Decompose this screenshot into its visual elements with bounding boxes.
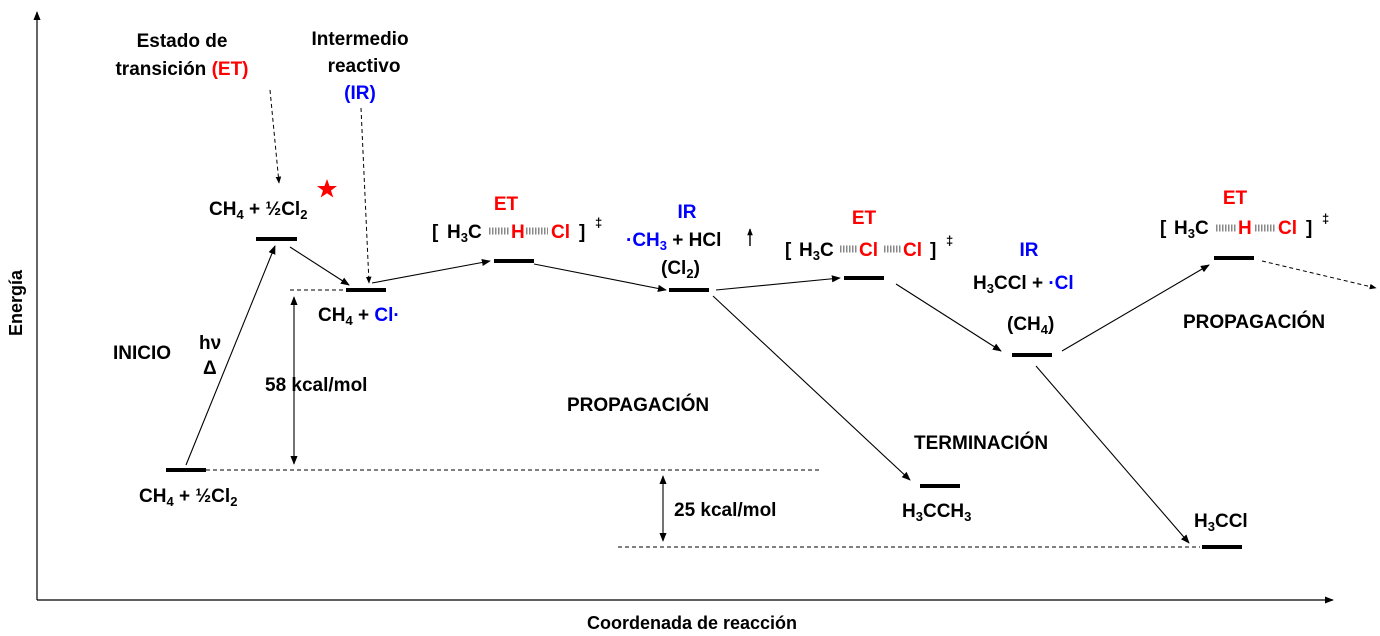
ts1-ddagger: ‡ xyxy=(595,215,602,230)
ts3-h: H xyxy=(1238,218,1252,239)
ts2-bracket-close: ] xyxy=(930,240,936,261)
ts1-h3c: H3C xyxy=(447,222,482,245)
ch3-radical-label: ·CH3 + HCl xyxy=(626,230,721,253)
ts3-bracket-open: [ xyxy=(1160,218,1167,239)
energy-25-label: 25 kcal/mol xyxy=(674,500,776,521)
cl-radical-label: CH4 + Cl· xyxy=(318,305,400,328)
ch4-reagent-label: (CH4) xyxy=(1007,314,1054,337)
arrow-continuation xyxy=(1261,260,1377,290)
arrow-ch3-to-ethane xyxy=(712,295,911,481)
arrow-radical-to-ts1 xyxy=(371,258,491,284)
ts1-et-label: ET xyxy=(494,194,519,215)
ethane-label: H3CCH3 xyxy=(902,501,971,524)
h3ccl-radical-label: H3CCl + ·Cl xyxy=(973,273,1074,296)
initiation-ts-label: CH4 + ½Cl2 xyxy=(209,199,307,222)
legend-ir-abbr: (IR) xyxy=(344,83,376,104)
ts1-bracket-open: [ xyxy=(432,222,439,243)
arrow-initiation xyxy=(185,245,276,466)
arrow-h3ccl-to-ts3 xyxy=(1061,264,1210,352)
legend-ir-pointer xyxy=(360,107,372,284)
ts2-cl2: Cl xyxy=(903,240,922,261)
x-axis-label: Coordenada de reacción xyxy=(587,613,797,633)
ts3-cl: Cl xyxy=(1278,218,1297,239)
legend-ir-line1: Intermedio xyxy=(311,29,408,50)
reactants-label: CH4 + ½Cl2 xyxy=(139,486,237,509)
star-icon xyxy=(317,179,337,198)
arrow-ts2-to-h3ccl xyxy=(895,283,1002,352)
ts1-cl: Cl xyxy=(551,222,570,243)
ts3-bracket-close: ] xyxy=(1306,218,1312,239)
ir1-label: IR xyxy=(678,202,697,223)
arrow-ts-to-radical xyxy=(289,246,350,286)
ts2-et-label: ET xyxy=(852,208,877,229)
arrow-h3ccl-to-product xyxy=(1035,365,1190,544)
ir2-label: IR xyxy=(1020,240,1039,261)
legend-et-pointer xyxy=(269,89,282,184)
energy-58-label: 58 kcal/mol xyxy=(265,375,367,396)
y-axis-label: Energía xyxy=(6,269,26,336)
propagacion-right-label: PROPAGACIÓN xyxy=(1183,311,1325,333)
ts2-cl1: Cl xyxy=(859,240,878,261)
ts2-ddagger: ‡ xyxy=(946,233,953,248)
propagacion-mid-label: PROPAGACIÓN xyxy=(567,394,709,416)
ts2-bracket-open: [ xyxy=(785,240,792,261)
ts2-h3c: H3C xyxy=(799,240,834,263)
hv-label: hν xyxy=(199,333,221,354)
legend-et-line2: transición (ET) xyxy=(115,59,248,80)
terminacion-label: TERMINACIÓN xyxy=(914,432,1048,454)
ts3-h3c: H3C xyxy=(1174,218,1209,241)
legend-et-line1: Estado de xyxy=(137,31,228,52)
ts1-h: H xyxy=(511,222,525,243)
legend-ir-line2: reactivo xyxy=(328,56,401,77)
chloromethane-label: H3CCl xyxy=(1194,511,1248,534)
ts3-et-label: ET xyxy=(1223,188,1248,209)
inicio-label: INICIO xyxy=(113,343,171,364)
cl2-reagent-label: (Cl2) xyxy=(661,258,700,281)
ts1-bracket-close: ] xyxy=(579,222,585,243)
delta-label: Δ xyxy=(203,358,217,379)
ts3-ddagger: ‡ xyxy=(1322,211,1329,226)
arrow-ch3-to-ts2 xyxy=(715,275,841,291)
arrow-ts1-to-ch3 xyxy=(533,263,667,292)
